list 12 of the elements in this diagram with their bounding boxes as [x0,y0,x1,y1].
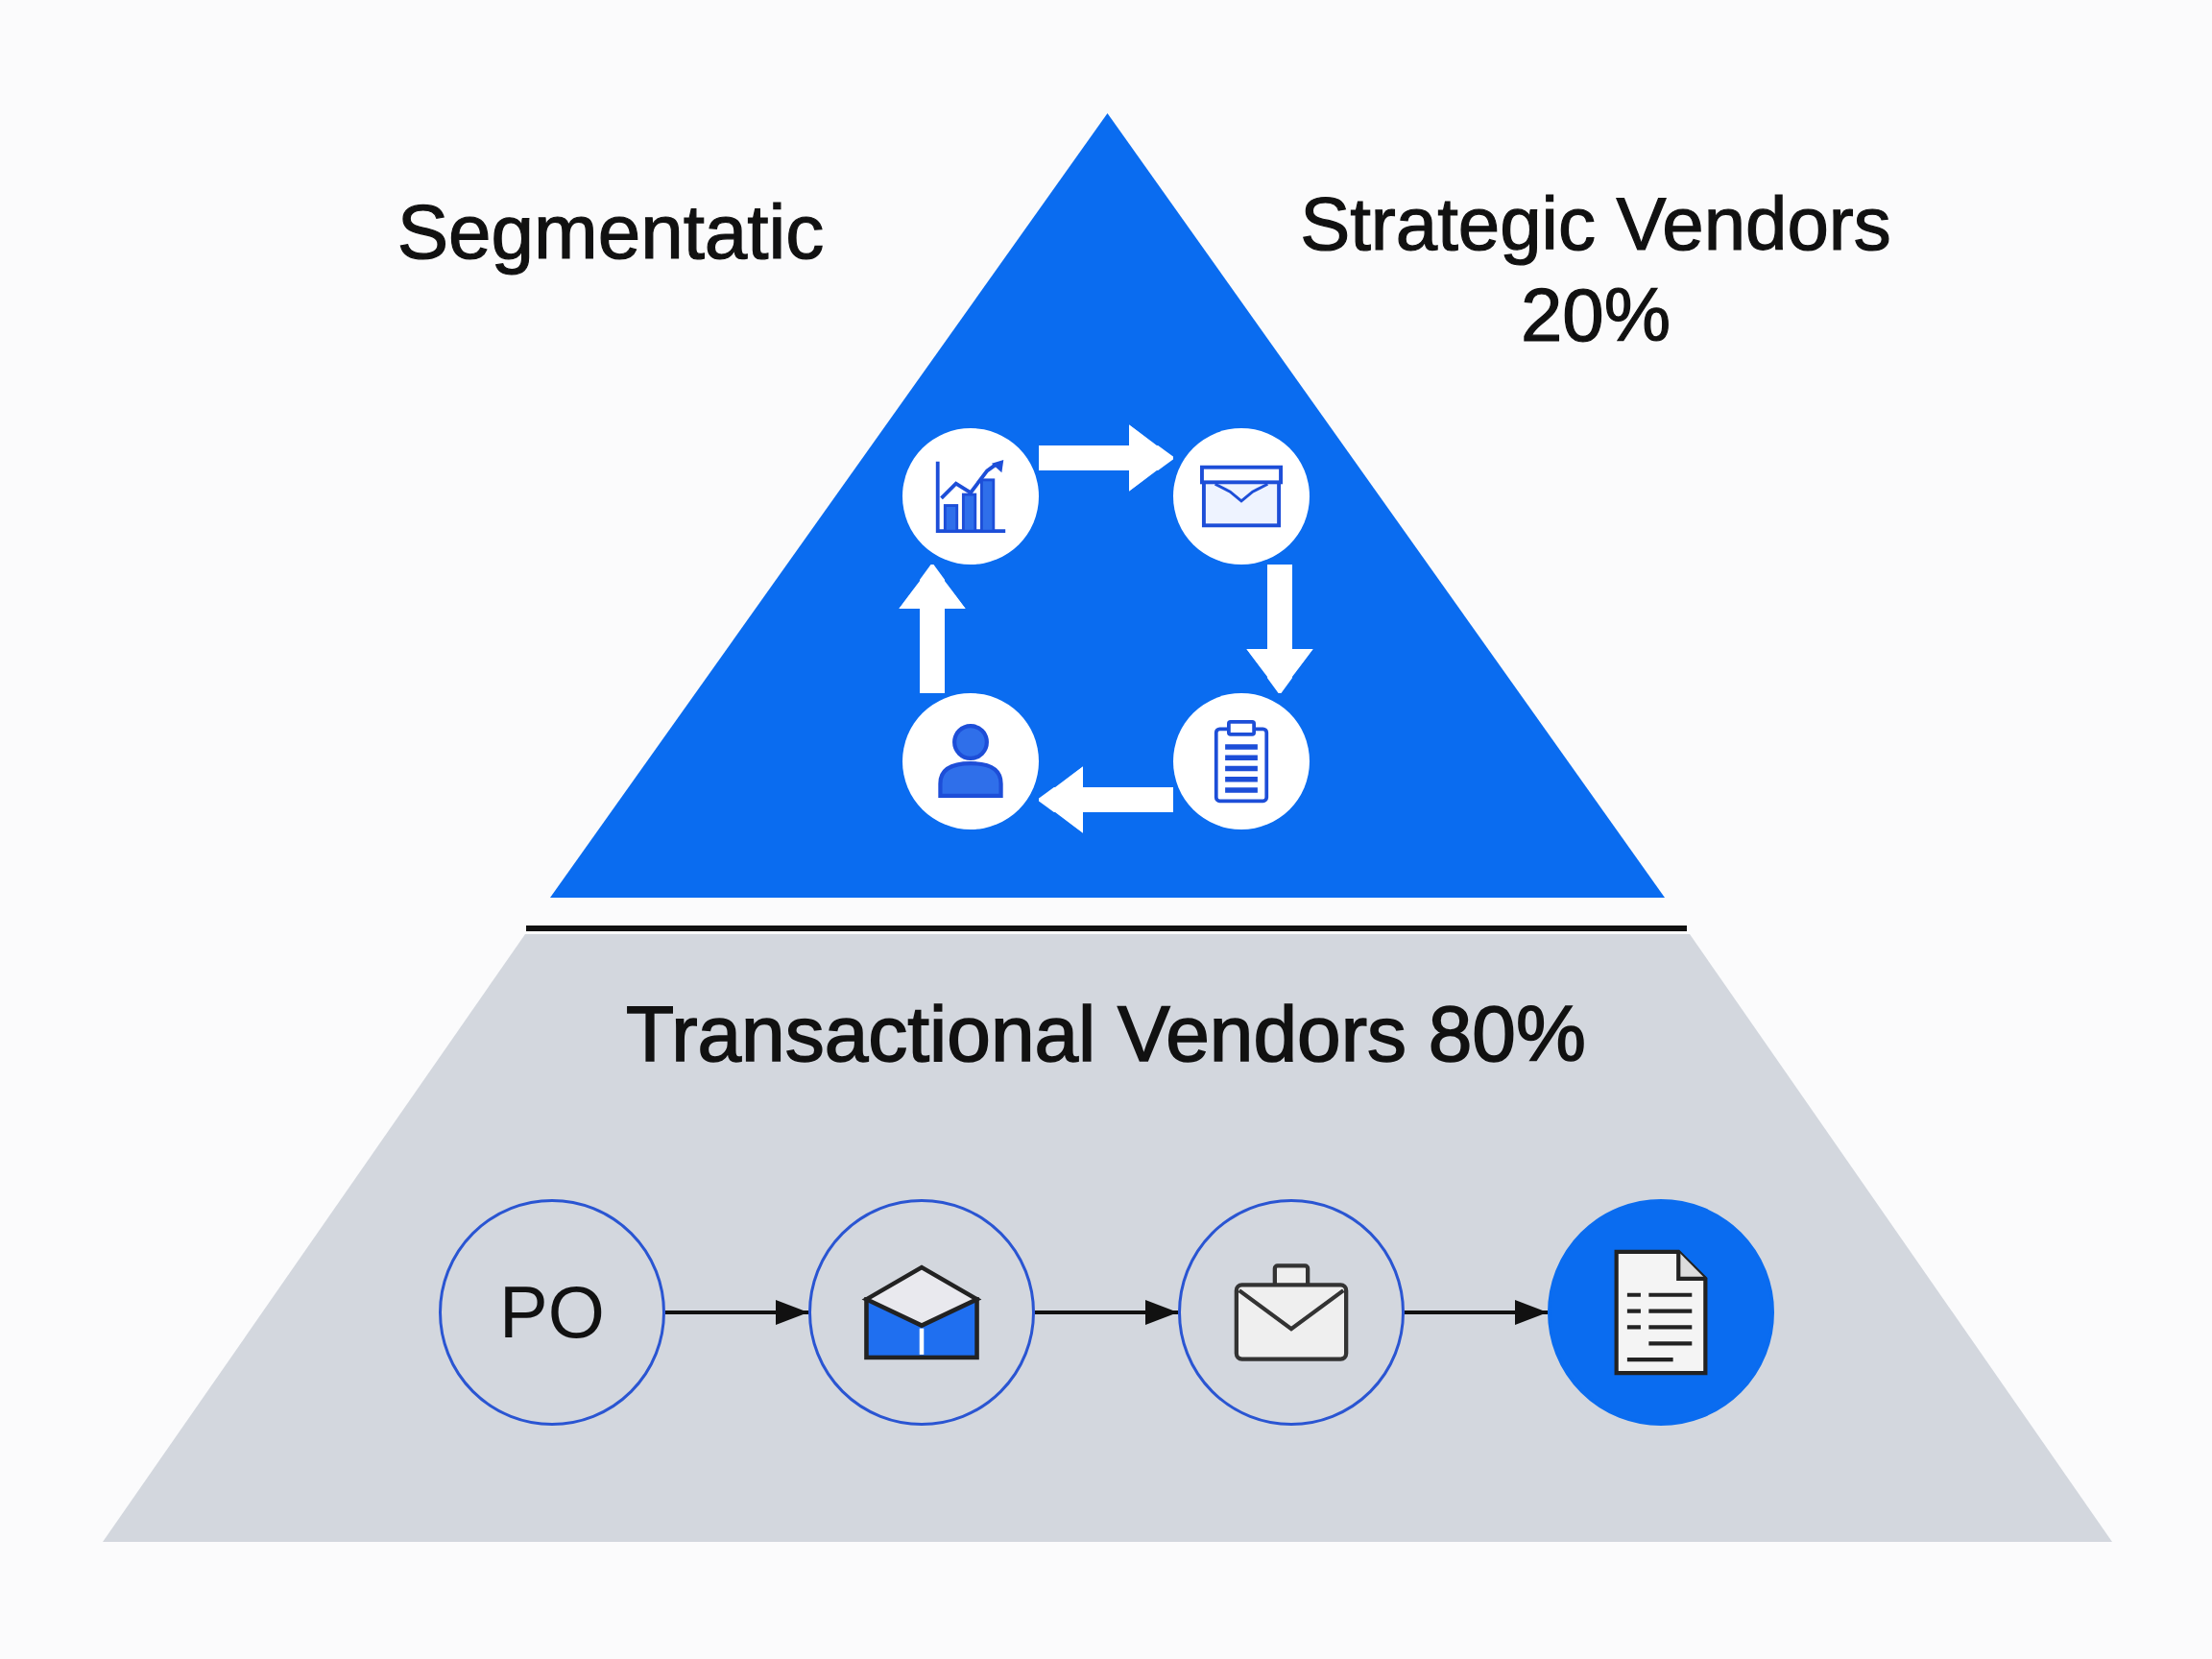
tier-heading: Transactional Vendors 80% [626,988,1586,1079]
step-label: PO [499,1270,605,1356]
arrow [1035,1300,1178,1325]
arrow [1405,1300,1548,1325]
arrow [665,1300,808,1325]
arrow [1039,766,1173,833]
arrow [1246,565,1313,693]
tier-heading: Strategic Vendors 20% [1299,180,1892,359]
arrow [899,565,966,693]
arrow [1039,424,1173,492]
pyramid-base-tier [103,934,2112,1542]
diagram-title: Segmentatic [397,188,825,276]
